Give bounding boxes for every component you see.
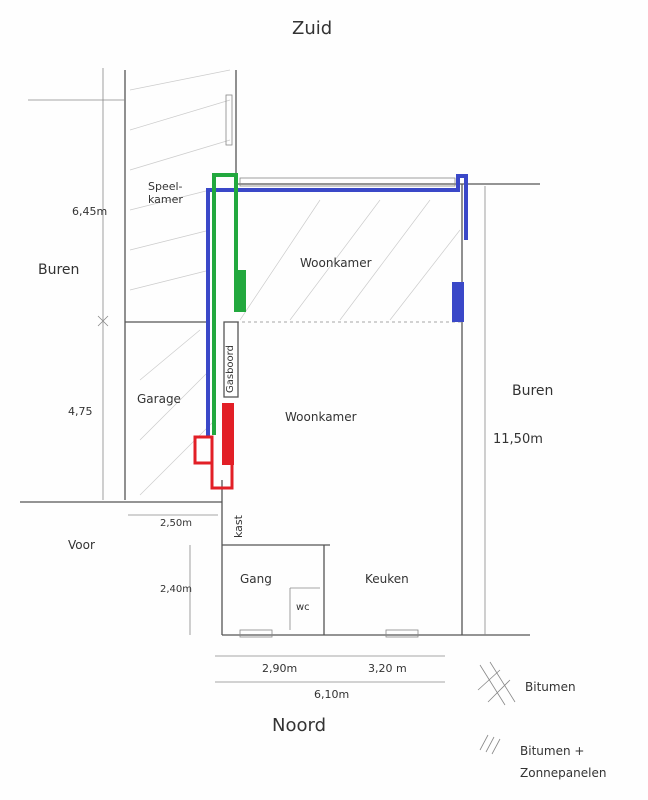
dim-hall-depth: 2,40m	[160, 584, 193, 595]
blue-route	[206, 174, 468, 438]
legend-bitumen-solar: Bitumen + Zonnepanelen	[520, 744, 607, 780]
legend-swatches	[477, 661, 516, 755]
label-south: Zuid	[292, 18, 333, 39]
dim-left-width: 2,90m	[262, 662, 298, 675]
room-meter-cupboard: Gasboord	[225, 345, 236, 393]
room-closet: kast	[232, 515, 245, 538]
walls	[20, 70, 540, 638]
cable-routes	[193, 173, 468, 490]
dim-right-width: 3,20 m	[368, 662, 407, 675]
dim-right-depth: 11,50m	[493, 432, 543, 447]
room-living-bottom: Woonkamer	[285, 410, 357, 424]
green-block	[234, 270, 246, 312]
dim-playroom-depth: 6,45m	[72, 205, 108, 218]
label-north: Noord	[272, 715, 326, 736]
room-kitchen: Keuken	[365, 572, 409, 586]
dimension-lines	[97, 68, 486, 683]
dim-garage-depth: 4,75	[68, 405, 93, 418]
label-neighbours-left: Buren	[38, 262, 80, 278]
dim-garage-width: 2,50m	[160, 518, 193, 529]
room-playroom: Speel- kamer	[148, 180, 183, 206]
blue-block	[452, 282, 464, 322]
hatching	[129, 69, 461, 496]
room-hallway: Gang	[240, 572, 272, 586]
red-route	[210, 463, 234, 490]
label-neighbours-right: Buren	[512, 383, 554, 399]
room-living-top: Woonkamer	[300, 256, 372, 270]
room-garage: Garage	[137, 392, 181, 406]
red-box	[193, 435, 214, 465]
label-front: Voor	[68, 538, 95, 552]
room-toilet: wc	[296, 602, 310, 613]
green-route	[212, 173, 238, 435]
legend-bitumen: Bitumen	[525, 680, 576, 694]
dim-total-width: 6,10m	[314, 688, 350, 701]
red-block	[222, 403, 234, 465]
